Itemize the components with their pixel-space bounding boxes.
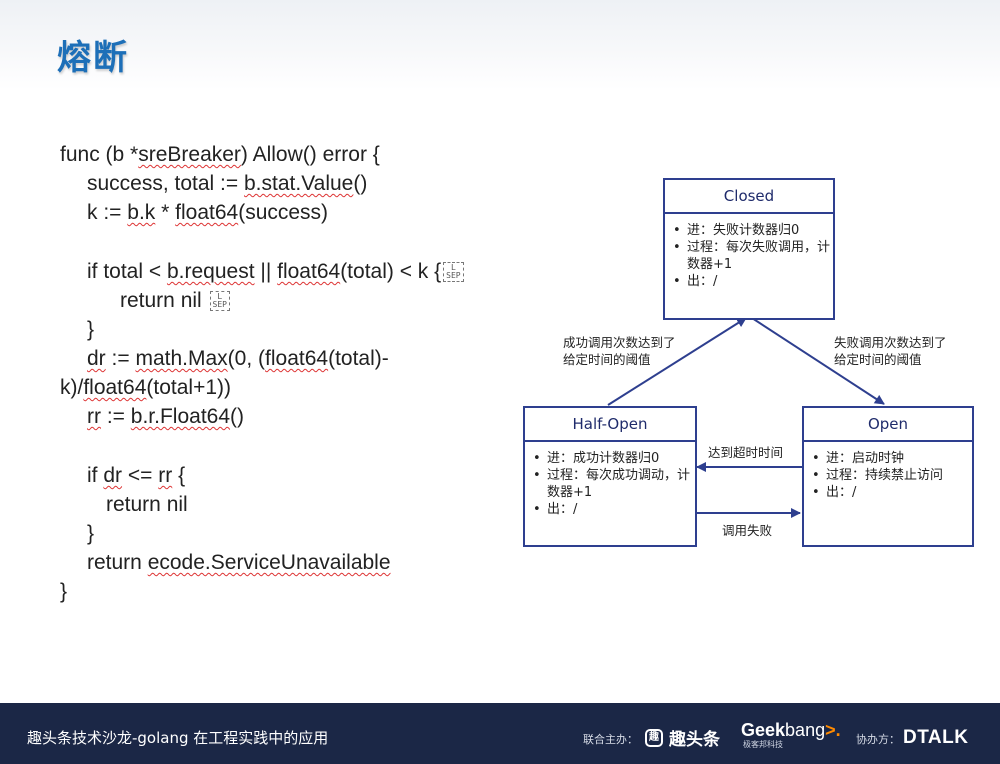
qutoutiao-name: 趣头条	[669, 730, 720, 750]
code-line: }	[87, 522, 95, 545]
state-half-open: Half-Open 进：成功计数器归0 过程：每次成功调动，计数器+1 出：/	[523, 406, 697, 547]
list-item: 过程：每次失败调用，计数器+1	[673, 239, 833, 273]
state-closed: Closed 进：失败计数器归0 过程：每次失败调用，计数器+1 出：/	[663, 178, 835, 320]
geekbang-name-b: bang	[785, 720, 826, 740]
state-closed-title: Closed	[665, 180, 833, 214]
state-open-body: 进：启动时钟 过程：持续禁止访问 出：/	[804, 442, 972, 501]
code-line: }	[87, 318, 95, 341]
code-line: return nil L SEP	[120, 289, 230, 313]
state-open: Open 进：启动时钟 过程：持续禁止访问 出：/	[802, 406, 974, 547]
separator-glyph: L SEP	[443, 262, 464, 283]
code-line: dr := math.Max(0, (float64(total)-	[87, 347, 389, 370]
state-open-title: Open	[804, 408, 972, 442]
qutoutiao-logo: 趣 趣头条	[645, 725, 720, 750]
geekbang-name-a: Geek	[741, 720, 786, 740]
arrow-closed-to-open	[751, 317, 885, 405]
list-item: 过程：持续禁止访问	[812, 467, 972, 484]
code-line: k := b.k * float64(success)	[87, 201, 329, 224]
dtalk-logo: DTALK	[903, 727, 969, 748]
co-organizer-label: 协办方：	[856, 733, 900, 746]
list-item: 出：/	[812, 484, 972, 501]
edge-label-half-to-open: 调用失败	[722, 523, 773, 538]
list-item: 过程：每次成功调动，计数器+1	[533, 467, 695, 501]
list-item: 出：/	[533, 501, 695, 518]
code-line: return nil	[106, 493, 188, 516]
sponsor-label: 联合主办：	[583, 733, 638, 746]
edge-label-open-to-half: 达到超时时间	[708, 445, 784, 460]
code-line: func (b *sreBreaker) Allow() error {	[60, 143, 380, 166]
separator-glyph: L SEP	[209, 291, 230, 312]
qutoutiao-icon: 趣	[645, 728, 663, 747]
code-line: if dr <= rr {	[87, 464, 186, 487]
code-line: k)/float64(total+1))	[60, 376, 232, 399]
geekbang-mark: >.	[825, 720, 841, 740]
footer-title: 趣头条技术沙龙-golang 在工程实践中的应用	[27, 729, 329, 747]
list-item: 出：/	[673, 273, 833, 290]
list-item: 进：成功计数器归0	[533, 450, 695, 467]
arrow-half-to-closed	[607, 317, 747, 406]
footer-bar: 趣头条技术沙龙-golang 在工程实践中的应用 联合主办： 趣 趣头条 Gee…	[0, 703, 1000, 764]
state-closed-body: 进：失败计数器归0 过程：每次失败调用，计数器+1 出：/	[665, 214, 833, 290]
list-item: 进：失败计数器归0	[673, 222, 833, 239]
list-item: 进：启动时钟	[812, 450, 972, 467]
code-line: }	[60, 580, 68, 603]
state-half-open-body: 进：成功计数器归0 过程：每次成功调动，计数器+1 出：/	[525, 442, 695, 518]
edge-label-closed-to-open: 失败调用次数达到了给定时间的阈值	[834, 335, 947, 367]
state-half-open-title: Half-Open	[525, 408, 695, 442]
edge-label-half-to-closed: 成功调用次数达到了给定时间的阈值	[563, 335, 676, 367]
code-line: if total < b.request || float64(total) <…	[87, 260, 464, 284]
slide-title: 熔断	[57, 38, 129, 78]
header-band	[0, 0, 1000, 90]
geekbang-logo: Geekbang>. 极客邦科技	[741, 720, 841, 750]
code-line: rr := b.r.Float64()	[87, 405, 245, 428]
code-line: success, total := b.stat.Value()	[87, 172, 368, 195]
code-line: return ecode.ServiceUnavailable	[87, 551, 391, 574]
geekbang-subtitle: 极客邦科技	[743, 740, 783, 749]
